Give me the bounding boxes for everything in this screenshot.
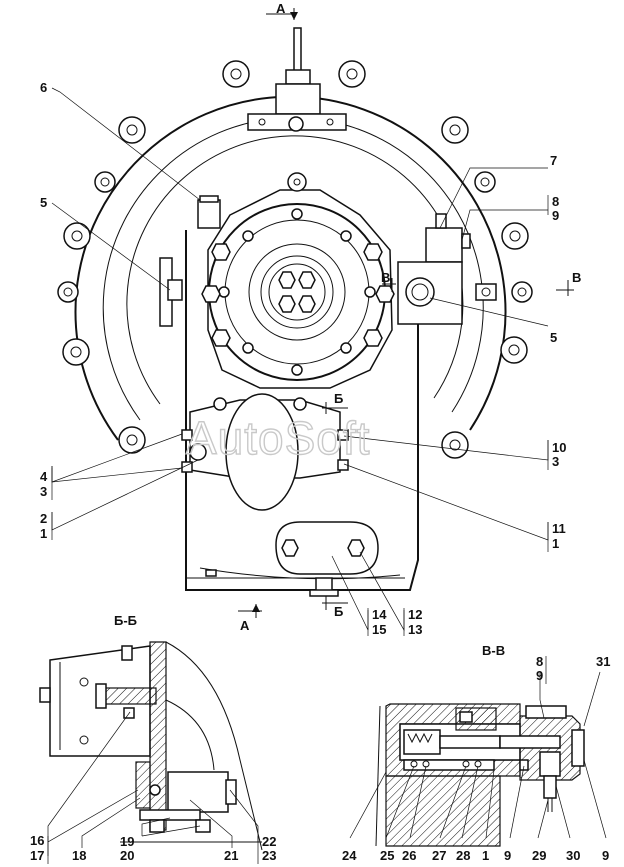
watermark: AutoSoft xyxy=(186,412,370,464)
bell-housing xyxy=(57,60,533,459)
callout-10: 10 xyxy=(552,440,566,455)
callout-vv-24: 24 xyxy=(342,848,357,863)
section-label-a-top: А xyxy=(276,1,286,16)
callout-1-right: 1 xyxy=(552,536,559,551)
callout-19: 19 xyxy=(120,834,134,849)
callout-5-right: 5 xyxy=(550,330,557,345)
cover-plate xyxy=(205,521,379,597)
callout-vv-9-a: 9 xyxy=(504,848,511,863)
section-label-b-top: Б xyxy=(334,391,343,406)
top-bracket xyxy=(247,27,347,132)
callout-18: 18 xyxy=(72,848,86,863)
callout-3-right: 3 xyxy=(552,454,559,469)
center-hex-bolts xyxy=(278,271,316,313)
callout-1-left: 1 xyxy=(40,526,47,541)
section-label-v-left: В xyxy=(381,270,390,285)
callout-2: 2 xyxy=(40,511,47,526)
callout-20: 20 xyxy=(120,848,134,863)
callout-8: 8 xyxy=(552,194,559,209)
callout-7: 7 xyxy=(550,153,557,168)
pump-housing xyxy=(181,393,349,511)
section-markers xyxy=(238,8,574,618)
callout-3-left: 3 xyxy=(40,484,47,499)
section-vv-title: В-В xyxy=(482,643,505,658)
callout-23: 23 xyxy=(262,848,276,863)
callout-22: 22 xyxy=(262,834,276,849)
callout-14: 14 xyxy=(372,607,387,622)
callout-vv-30: 30 xyxy=(566,848,580,863)
section-label-b-bottom: Б xyxy=(334,604,343,619)
callout-6: 6 xyxy=(40,80,47,95)
callout-vv-29: 29 xyxy=(532,848,546,863)
callout-vv-9-b: 9 xyxy=(602,848,609,863)
left-fitting xyxy=(159,195,221,327)
flange-bolts xyxy=(201,208,395,376)
callout-11: 11 xyxy=(552,521,566,536)
callout-16: 16 xyxy=(30,833,44,848)
callout-9: 9 xyxy=(552,208,559,223)
right-valve xyxy=(397,213,497,325)
leader-lines-vv xyxy=(349,671,607,839)
callout-vv-8: 8 xyxy=(536,654,543,669)
callout-vv-31: 31 xyxy=(596,654,610,669)
callout-15: 15 xyxy=(372,622,386,637)
callout-17: 17 xyxy=(30,848,44,863)
callout-vv-9-top: 9 xyxy=(536,668,543,683)
callout-vv-1: 1 xyxy=(482,848,489,863)
section-bb-view: Б-Б 16 17 18 19 20 xyxy=(30,613,276,864)
callout-21: 21 xyxy=(224,848,238,863)
section-vv-view: В-В xyxy=(342,643,610,863)
section-bb-title: Б-Б xyxy=(114,613,137,628)
flange-lugs xyxy=(57,60,533,459)
callout-13: 13 xyxy=(408,622,422,637)
callout-vv-25: 25 xyxy=(380,848,394,863)
section-label-v-right: В xyxy=(572,270,581,285)
callout-12: 12 xyxy=(408,607,422,622)
callout-4: 4 xyxy=(40,469,48,484)
callout-vv-26: 26 xyxy=(402,848,416,863)
main-view: 6 5 7 8 9 5 4 3 2 1 10 3 11 1 14 15 12 1… xyxy=(40,1,581,637)
callout-vv-28: 28 xyxy=(456,848,470,863)
callout-5-left: 5 xyxy=(40,195,47,210)
central-flange xyxy=(201,172,395,389)
callout-vv-27: 27 xyxy=(432,848,446,863)
section-label-a-bottom: А xyxy=(240,618,250,633)
